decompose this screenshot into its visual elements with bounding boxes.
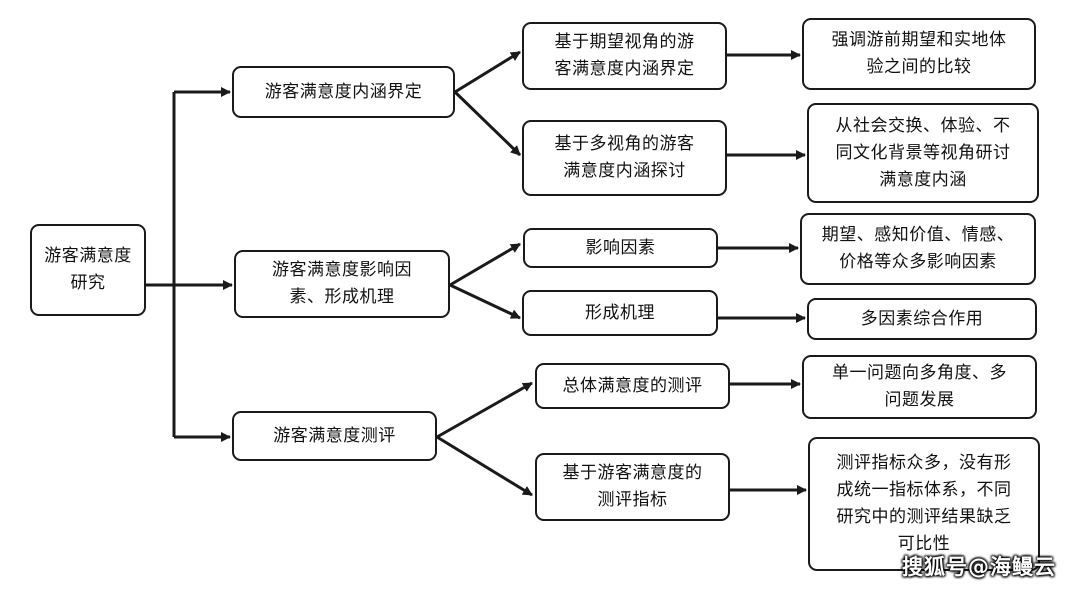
result-node-combined-effect: 多因素综合作用 [807,298,1037,340]
arrow-b2-c2 [449,283,521,320]
branch-node-factors-mechanism: 游客满意度影响因 素、形成机理 [234,250,450,318]
child-1-line2: 客满意度内涵界定 [554,59,695,79]
child-2-line2: 满意度内涵探讨 [563,161,686,181]
child-node-formation-mechanism: 形成机理 [522,290,718,336]
child-1-line1: 基于期望视角的游 [554,32,695,52]
root-node-line2: 研究 [70,273,106,293]
arrow-b1-c2 [453,90,522,157]
child-node-measurement-indicators: 基于游客满意度的 测评指标 [535,453,730,521]
branch-node-measurement: 游客满意度测评 [232,411,437,461]
child-2-line1: 基于多视角的游客 [554,134,695,154]
result-6-line1: 测评指标众多，没有形 [836,453,1012,473]
child-node-overall-measurement: 总体满意度的测评 [535,363,730,409]
result-node-multi-angle: 单一问题向多角度、多 问题发展 [802,355,1037,419]
child-5-label: 总体满意度的测评 [562,375,703,396]
result-node-comparison: 强调游前期望和实地体 验之间的比较 [802,18,1036,90]
child-3-label: 影响因素 [585,237,656,258]
branch-2-line1: 游客满意度影响因 [272,260,412,280]
result-1-line2: 验之间的比较 [866,57,972,77]
branch-1-label: 游客满意度内涵界定 [264,81,423,102]
branch-node-definition: 游客满意度内涵界定 [232,66,455,118]
result-6-line3: 研究中的测评结果缺乏 [836,507,1012,527]
result-node-multi-perspective: 从社会交换、体验、不 同文化背景等视角研讨 满意度内涵 [807,103,1039,203]
arrow-b1-c1 [454,50,521,94]
branch-3-label: 游客满意度测评 [273,425,396,446]
result-3-line2: 价格等众多影响因素 [839,252,997,272]
branch-2-line2: 素、形成机理 [289,287,395,307]
root-node: 游客满意度 研究 [30,224,146,316]
result-3-line1: 期望、感知价值、情感、 [821,225,1015,245]
result-4-label: 多因素综合作用 [860,308,984,329]
child-6-line2: 测评指标 [597,490,668,510]
result-6-line4: 可比性 [897,534,951,554]
child-node-expectation-view: 基于期望视角的游 客满意度内涵界定 [522,22,727,90]
child-node-influencing-factors: 影响因素 [523,228,718,268]
arrow-b3-c1 [436,381,533,439]
result-1-line1: 强调游前期望和实地体 [831,30,1007,50]
result-5-line1: 单一问题向多角度、多 [832,363,1007,383]
result-2-line3: 满意度内涵 [879,169,967,190]
result-6-line2: 成统一指标体系，不同 [836,480,1012,500]
arrow-b3-c2 [436,435,533,497]
result-2-line2: 同文化背景等视角研讨 [835,142,1011,163]
child-node-multi-view: 基于多视角的游客 满意度内涵探讨 [522,120,727,196]
result-node-indicator-issues: 测评指标众多，没有形 成统一指标体系，不同 研究中的测评结果缺乏 可比性 [808,437,1040,571]
result-5-line2: 问题发展 [884,390,955,410]
watermark: 搜狐号@海鳗云 [902,555,1056,579]
arrow-b2-c1 [449,242,521,287]
root-node-line1: 游客满意度 [44,246,132,266]
result-2-line1: 从社会交换、体验、不 [835,115,1011,136]
child-6-line1: 基于游客满意度的 [562,463,703,483]
result-node-factors-list: 期望、感知价值、情感、 价格等众多影响因素 [800,213,1036,285]
child-4-label: 形成机理 [585,302,655,323]
